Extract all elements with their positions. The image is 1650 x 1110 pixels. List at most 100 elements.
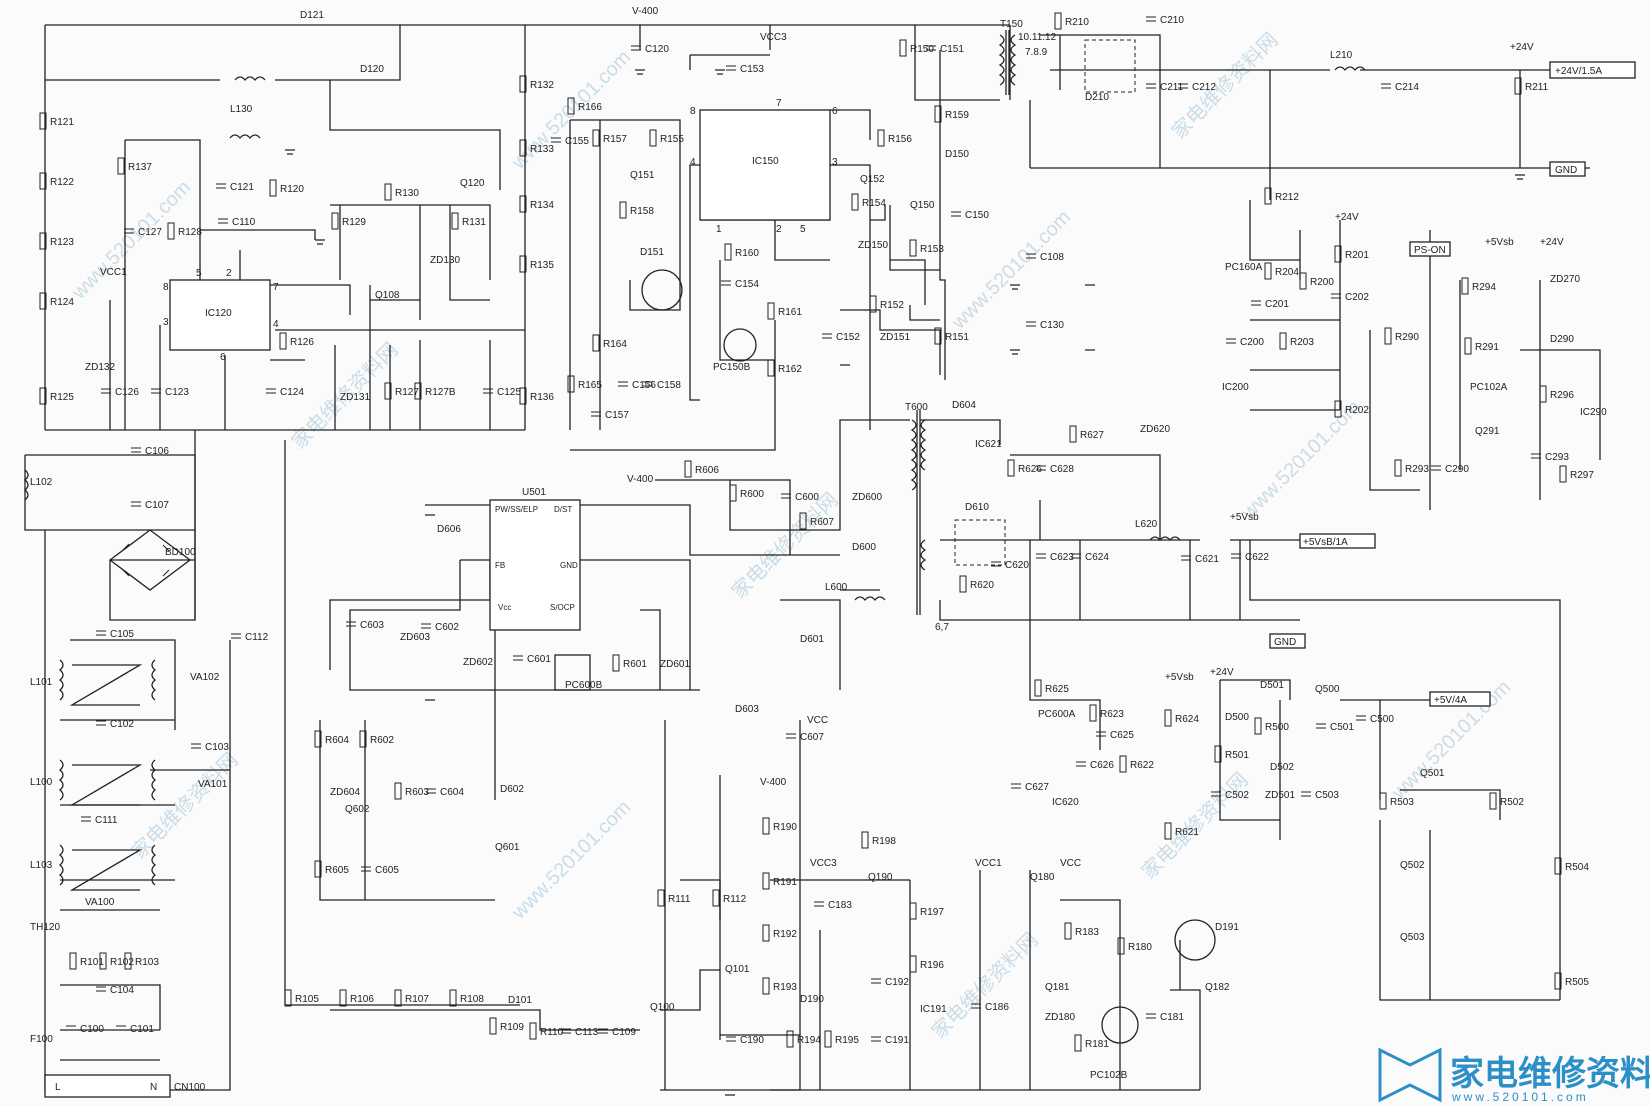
- rail-label: V-400: [760, 777, 787, 788]
- part-label-q150: Q150: [910, 200, 935, 211]
- part-label-r293: R293: [1405, 464, 1429, 475]
- part-label-r165: R165: [578, 380, 602, 391]
- transformer-t600: T600 6,7: [905, 402, 949, 633]
- part-label-r124: R124: [50, 297, 74, 308]
- resistor-body: [117, 157, 125, 175]
- resistor-body: [762, 872, 770, 890]
- part-label-q100: Q100: [650, 1002, 675, 1013]
- part-label-r505: R505: [1565, 977, 1589, 988]
- part-label-q151: Q151: [630, 170, 655, 181]
- part-label-c192: C192: [885, 977, 909, 988]
- resistor-body: [1064, 922, 1072, 940]
- part-label-zd620: ZD620: [1140, 424, 1170, 435]
- part-label-r603: R603: [405, 787, 429, 798]
- part-label-r125: R125: [50, 392, 74, 403]
- part-label-r127: R127: [395, 387, 419, 398]
- part-label-c123: C123: [165, 387, 189, 398]
- ic-label: IC150: [752, 156, 779, 167]
- part-label-c191: C191: [885, 1035, 909, 1046]
- capacitor-body: [421, 623, 431, 629]
- output-label: +24V/1.5A: [1555, 66, 1602, 77]
- part-label-c158: C158: [657, 380, 681, 391]
- part-label-r604: R604: [325, 735, 349, 746]
- connector-cn100: L N CN100: [44, 1074, 206, 1098]
- part-label-zd604: ZD604: [330, 787, 360, 798]
- capacitor-body: [1071, 553, 1081, 559]
- part-label-c601: C601: [527, 654, 551, 665]
- resistor-body: [1554, 972, 1562, 990]
- capacitor-body: [81, 816, 91, 822]
- capacitor-body: [951, 211, 961, 217]
- capacitor-body: [1146, 83, 1156, 89]
- part-label-q180: Q180: [1030, 872, 1055, 883]
- capacitor-body: [1211, 791, 1221, 797]
- rail-label: +24V: [1210, 667, 1234, 678]
- opto-pc600b: [554, 654, 591, 691]
- part-label-c100: C100: [80, 1024, 104, 1035]
- resistor-body: [1069, 425, 1077, 443]
- ic-label: U501: [522, 487, 546, 498]
- part-label-c110: C110: [232, 217, 256, 228]
- capacitor-body: [124, 228, 134, 234]
- resistor-body: [869, 295, 877, 313]
- part-label-r200: R200: [1310, 277, 1334, 288]
- part-label-r121: R121: [50, 117, 74, 128]
- part-label-c112: C112: [245, 632, 269, 643]
- part-label-c125: C125: [497, 387, 521, 398]
- resistor-body: [1559, 465, 1567, 483]
- resistor-body: [712, 889, 720, 907]
- resistor-body: [767, 359, 775, 377]
- resistor-body: [39, 232, 47, 250]
- resistor-body: [1214, 745, 1222, 763]
- part-label-r112: R112: [723, 894, 747, 905]
- capacitor-body: [101, 388, 111, 394]
- part-label-r296: R296: [1550, 390, 1574, 401]
- capacitor-body: [781, 493, 791, 499]
- part-label-c120: C120: [645, 44, 669, 55]
- watermark: 家电维修资料网: [1167, 28, 1282, 143]
- resistor-body: [909, 239, 917, 257]
- resistor-body: [1164, 709, 1172, 727]
- part-label-c150: C150: [965, 210, 989, 221]
- capacitor-body: [871, 978, 881, 984]
- part-label-c627: C627: [1025, 782, 1049, 793]
- resistor-body: [1089, 704, 1097, 722]
- capacitor-body: [1356, 715, 1366, 721]
- part-label-d190: D190: [800, 994, 824, 1005]
- part-label-q500: Q500: [1315, 684, 1340, 695]
- part-label-r161: R161: [778, 307, 802, 318]
- part-label-d120: D120: [360, 64, 384, 75]
- resistor-body: [1379, 792, 1387, 810]
- part-label-c153: C153: [740, 64, 764, 75]
- resistor-body: [649, 129, 657, 147]
- resistor-body: [619, 201, 627, 219]
- capacitor-body: [346, 621, 356, 627]
- capacitor-body: [361, 866, 371, 872]
- part-label-pc102b: PC102B: [1090, 1070, 1128, 1081]
- pin-label: Vcc: [498, 603, 511, 612]
- part-label-r162: R162: [778, 364, 802, 375]
- pin-label: 6: [220, 352, 226, 363]
- part-label-r109: R109: [500, 1022, 524, 1033]
- part-label-zd130: ZD130: [430, 255, 460, 266]
- part-label-r290: R290: [1395, 332, 1419, 343]
- part-label-zd603: ZD603: [400, 632, 430, 643]
- resistor-body: [39, 292, 47, 310]
- part-label-r158: R158: [630, 206, 654, 217]
- part-label-r605: R605: [325, 865, 349, 876]
- rail-label: VCC: [807, 715, 828, 726]
- part-label-pc102a: PC102A: [1470, 382, 1508, 393]
- part-label-r297: R297: [1570, 470, 1594, 481]
- part-label-pc600b: PC600B: [565, 680, 603, 691]
- resistor-body: [314, 860, 322, 878]
- part-label-r626: R626: [1018, 464, 1042, 475]
- capacitor-body: [871, 1036, 881, 1042]
- transformer-t150: T150 10.11.12 7.8.9: [998, 19, 1057, 95]
- capacitor-body: [726, 1036, 736, 1042]
- capacitor-body: [1036, 465, 1046, 471]
- ic-ic120: IC120 8 3 5 2 7 4 6: [163, 268, 279, 363]
- part-label-r201: R201: [1345, 250, 1369, 261]
- part-label-r196: R196: [920, 960, 944, 971]
- output-label: +5VsB/1A: [1303, 537, 1348, 548]
